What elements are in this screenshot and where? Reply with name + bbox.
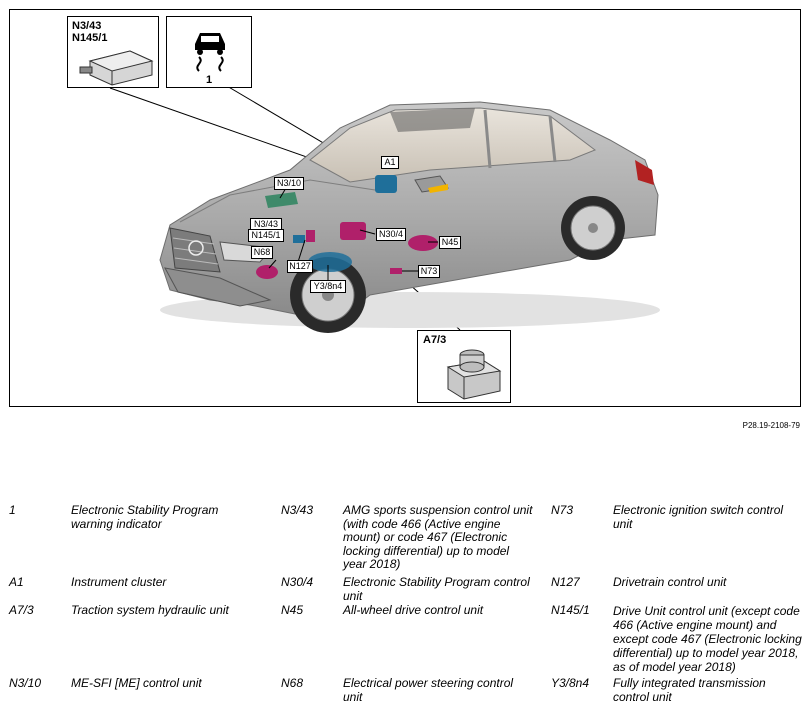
legend-description: Traction system hydraulic unit	[71, 603, 229, 617]
b-pillar	[483, 109, 492, 169]
esp-control-unit-component	[340, 222, 366, 240]
drive-unit-control-component	[293, 235, 305, 243]
legend-code: N3/43	[281, 503, 314, 517]
legend-code: N3/10	[9, 676, 42, 690]
star-emblem	[188, 240, 204, 256]
tag-y3-8n4: Y3/8n4	[310, 280, 346, 293]
power-steering-control-unit-component	[256, 265, 278, 279]
legend-description: Instrument cluster	[71, 575, 167, 589]
legend-description: Fully integrated transmission control un…	[613, 676, 766, 704]
esp-skid-warning-icon	[195, 33, 225, 72]
taillight	[635, 160, 654, 185]
transmission-control-component	[308, 252, 352, 272]
legend-description: ME-SFI [ME] control unit	[71, 676, 202, 690]
drivetrain-control-component	[306, 230, 315, 242]
legend-description: Electronic Stability Program warning ind…	[71, 503, 219, 531]
c-pillar	[548, 115, 557, 163]
legend-code: A1	[9, 575, 24, 589]
legend-code: N45	[281, 603, 304, 617]
legend-description: Electronic Stability Program control uni…	[343, 575, 530, 603]
instrument-cluster-component	[375, 175, 397, 193]
legend-description: Electronic ignition switch control unit	[613, 503, 784, 531]
me-sfi-control-unit-component	[265, 192, 298, 208]
tag-n45: N45	[439, 236, 461, 249]
ignition-switch-component	[390, 268, 402, 274]
front-bumper	[164, 267, 272, 307]
tag-n68: N68	[251, 246, 273, 259]
tag-connectors	[268, 187, 438, 280]
tag-n3-10: N3/10	[274, 177, 304, 190]
mirror-indicator	[428, 184, 448, 193]
tag-a1: A1	[381, 156, 399, 169]
legend-description: Electrical power steering control unit	[343, 676, 514, 704]
rear-wheel	[561, 196, 625, 260]
legend-description: Drive Unit control unit (except code 466…	[613, 604, 802, 674]
hood-line	[179, 179, 376, 223]
legend-description: All-wheel drive control unit	[343, 603, 484, 617]
legend-code: A7/3	[9, 603, 34, 617]
vehicle-component-diagram: N3/43 N145/1 1 A7/3	[9, 9, 801, 407]
tag-n127: N127	[287, 260, 313, 273]
tag-n73: N73	[418, 265, 440, 278]
hydraulic-unit-callout-title: A7/3	[423, 334, 447, 346]
hydraulic-unit-callout-box: A7/3	[417, 330, 511, 403]
ecu-callout-title-2: N145/1	[72, 32, 108, 44]
warning-indicator-callout-box: 1	[166, 16, 252, 88]
ecu-callout-box: N3/43 N145/1	[67, 16, 159, 88]
tag-n30-4: N30/4	[376, 228, 406, 241]
legend-description: Drivetrain control unit	[613, 575, 727, 589]
sunroof	[390, 108, 475, 132]
legend-code: N145/1	[551, 603, 590, 617]
legend-code: N30/4	[281, 575, 314, 589]
legend-code: N68	[281, 676, 304, 690]
warning-indicator-label: 1	[206, 74, 213, 86]
ecu-module-image	[79, 50, 154, 86]
legend-code: N127	[551, 575, 580, 589]
legend-description: AMG sports suspension control unit (with…	[343, 503, 533, 571]
legend-code: 1	[9, 503, 16, 517]
figure-reference-code: P28.19-2108-79	[742, 421, 800, 430]
awd-control-unit-component	[408, 235, 438, 251]
legend-code: N73	[551, 503, 574, 517]
ecu-callout-title-1: N3/43	[72, 20, 102, 32]
hydraulic-unit-image	[446, 349, 502, 400]
legend-code: Y3/8n4	[551, 676, 590, 690]
tag-n145-1: N145/1	[248, 229, 284, 242]
